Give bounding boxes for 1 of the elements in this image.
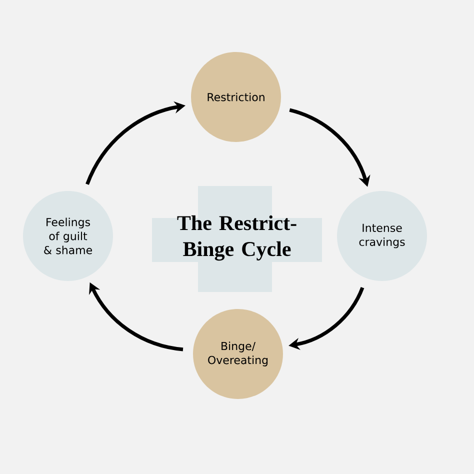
title-card: The Restrict-Binge Cycle bbox=[152, 186, 322, 292]
